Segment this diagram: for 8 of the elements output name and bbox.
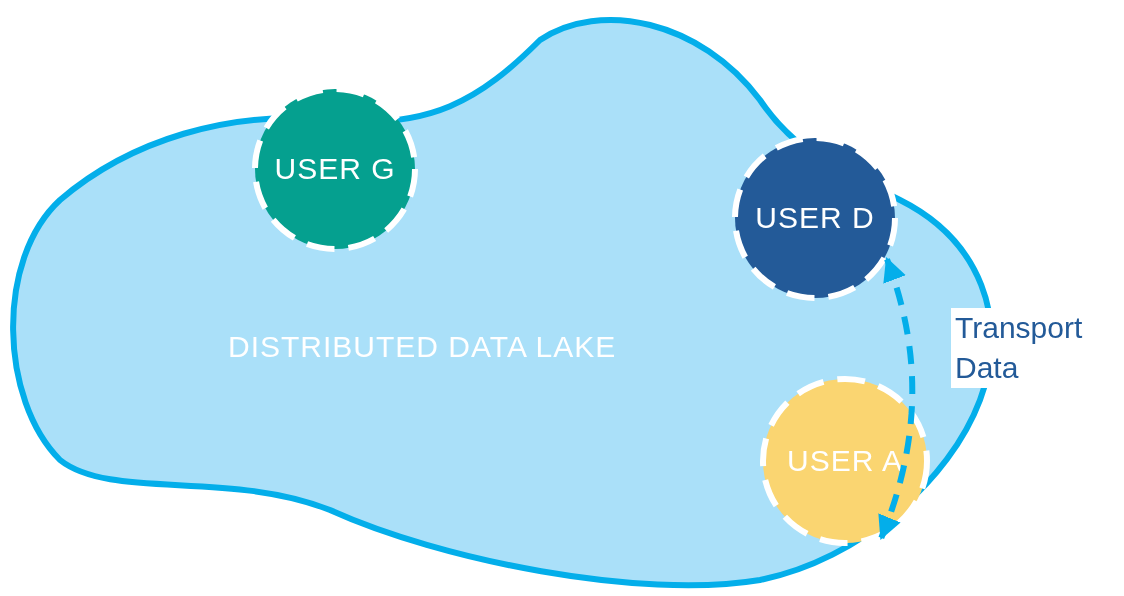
user-label: USER A xyxy=(786,444,903,478)
user-label: USER G xyxy=(274,152,396,186)
lake-label: DISTRIBUTED DATA LAKE xyxy=(228,330,617,364)
dashed-arrow xyxy=(877,256,916,541)
user-circle xyxy=(732,135,898,301)
user-circle xyxy=(252,86,418,252)
user-label: USER D xyxy=(755,201,875,235)
user-circle xyxy=(760,376,930,546)
